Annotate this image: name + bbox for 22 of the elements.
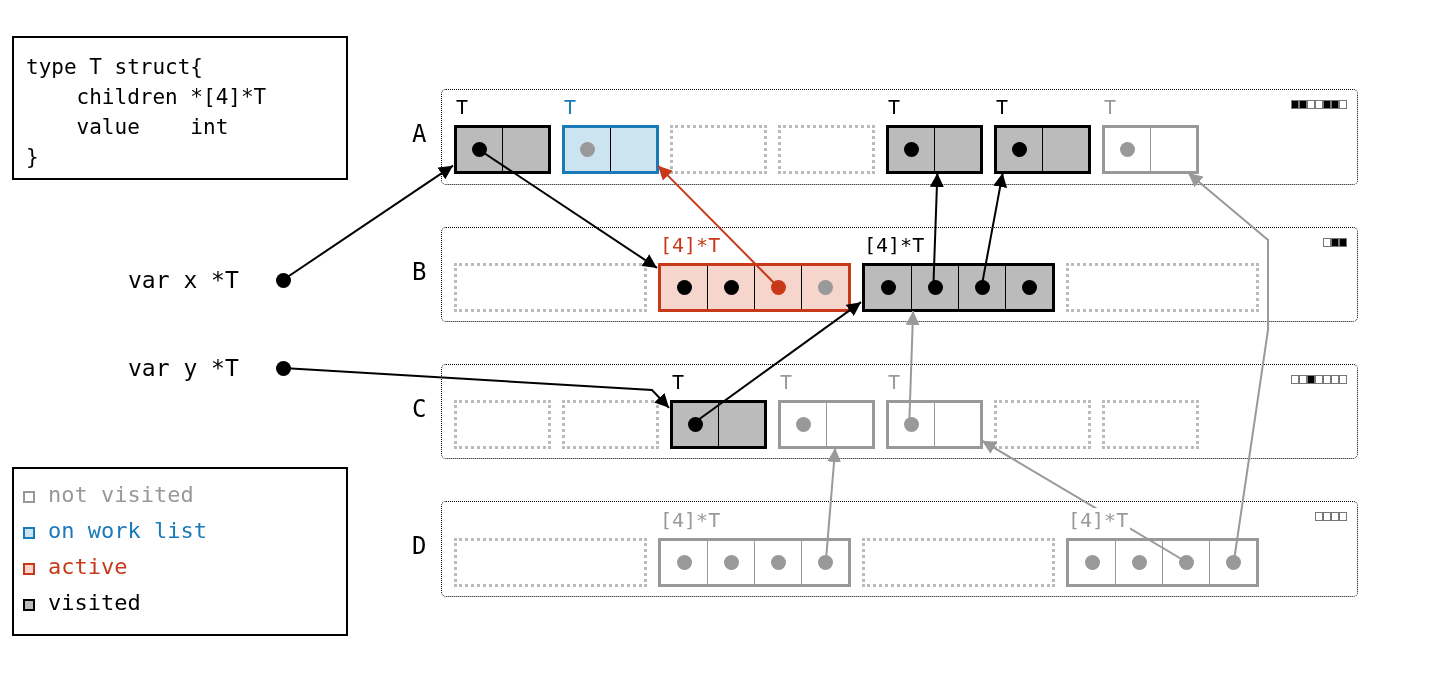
empty-slot [994,400,1091,449]
row-label: D [412,532,427,560]
row-label: C [412,395,427,423]
legend-text: active [48,554,128,579]
empty-slot [454,400,551,449]
variable-label: var y *T [128,350,268,386]
legend-text: visited [48,590,141,615]
empty-slot [1066,263,1259,312]
row-label: B [412,258,427,286]
legend-text: not visited [48,482,194,507]
variable-label: var x *T [128,262,268,298]
empty-slot [862,538,1055,587]
legend-text: on work list [48,518,207,543]
row-label: A [412,120,427,148]
empty-slot [562,400,659,449]
code-text: type T struct{ children *[4]*T value int } [26,54,268,171]
empty-slot [778,125,875,174]
code-box [12,36,348,180]
empty-slot [1102,400,1199,449]
empty-slot [670,125,767,174]
empty-slot [454,538,647,587]
empty-slot [454,263,647,312]
